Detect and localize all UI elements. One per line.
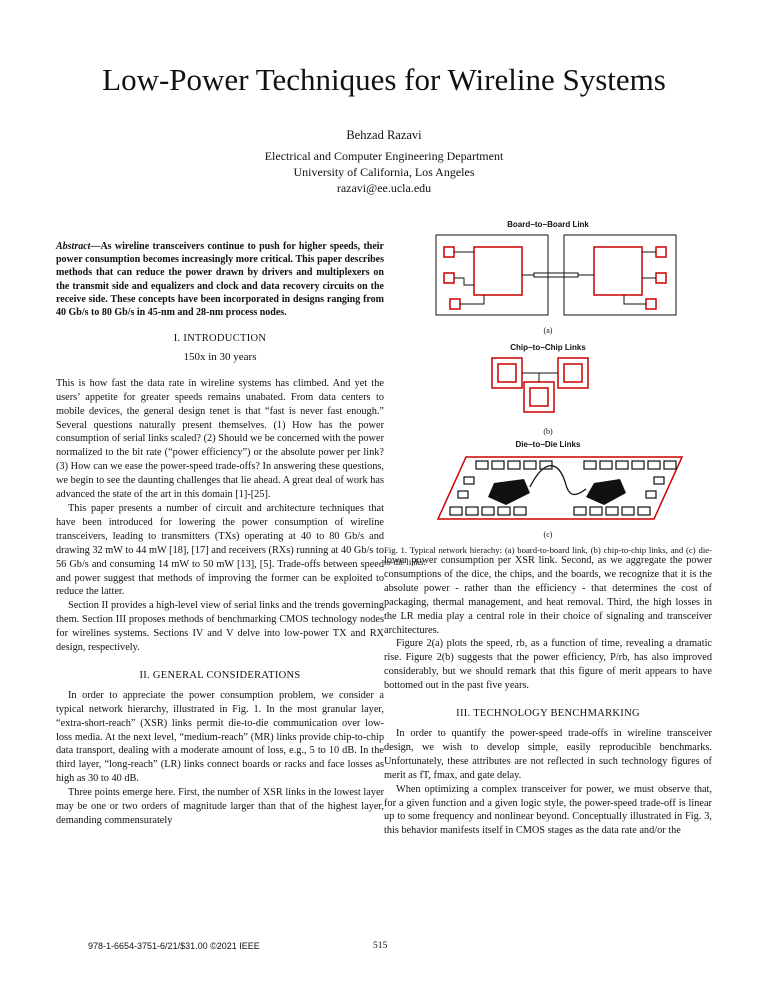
paragraph: lower power consumption per XSR link. Se… — [384, 555, 712, 636]
abstract: Abstract—As wireline transceivers contin… — [56, 240, 384, 319]
left-column: I. INTRODUCTION 150x in 30 years This is… — [56, 332, 384, 828]
affiliation: Electrical and Computer Engineering Depa… — [0, 148, 768, 196]
paragraph: In order to quantify the power-speed tra… — [384, 727, 712, 781]
figure-1: Board−to−Board Link — [384, 220, 712, 568]
panel-a-title: Board−to−Board Link — [507, 220, 589, 229]
panel-b-title: Chip−to−Chip Links — [510, 343, 586, 352]
panel-c-title: Die−to−Die Links — [515, 440, 581, 449]
paragraph: When optimizing a complex transceiver fo… — [384, 783, 712, 837]
paragraph: Section II provides a high-level view of… — [56, 600, 384, 654]
chip-to-chip-diagram — [491, 357, 589, 413]
panel-c-label: (c) — [543, 530, 553, 539]
abstract-label: Abstract — [56, 241, 91, 252]
board-to-board-diagram — [435, 234, 677, 316]
right-column: lower power consumption per XSR link. Se… — [384, 554, 712, 838]
author-name: Behzad Razavi — [346, 128, 422, 142]
paragraph: This paper presents a number of circuit … — [56, 502, 384, 598]
abstract-text: —As wireline transceivers continue to pu… — [56, 241, 384, 319]
figure-caption: Fig. 1. Typical network hierachy: (a) bo… — [384, 545, 712, 567]
page-number: 515 — [373, 941, 388, 951]
paragraph: Three points emerge here. First, the num… — [56, 787, 384, 826]
panel-b-label: (b) — [543, 427, 553, 436]
copyright-footer: 978-1-6654-3751-6/21/$31.00 ©2021 IEEE — [88, 941, 260, 951]
section-heading: II. GENERAL CONSIDERATIONS — [139, 669, 301, 681]
paper-title: Low-Power Techniques for Wireline System… — [102, 62, 666, 97]
affiliation-line: Electrical and Computer Engineering Depa… — [264, 149, 504, 163]
paragraph: Figure 2(a) plots the speed, rb, as a fu… — [384, 638, 712, 692]
panel-a-label: (a) — [543, 326, 553, 335]
section-heading: I. INTRODUCTION — [173, 333, 267, 344]
paragraph: This is how fast the data rate in wireli… — [56, 377, 384, 501]
affiliation-line: University of California, Los Angeles — [293, 165, 475, 179]
intro-lead: 150x in 30 years — [183, 350, 257, 363]
affiliation-email: razavi@ee.ucla.edu — [336, 181, 432, 195]
paragraph: In order to appreciate the power consump… — [56, 689, 384, 785]
section-heading: III. TECHNOLOGY BENCHMARKING — [456, 708, 640, 720]
die-to-die-diagram — [436, 456, 684, 520]
